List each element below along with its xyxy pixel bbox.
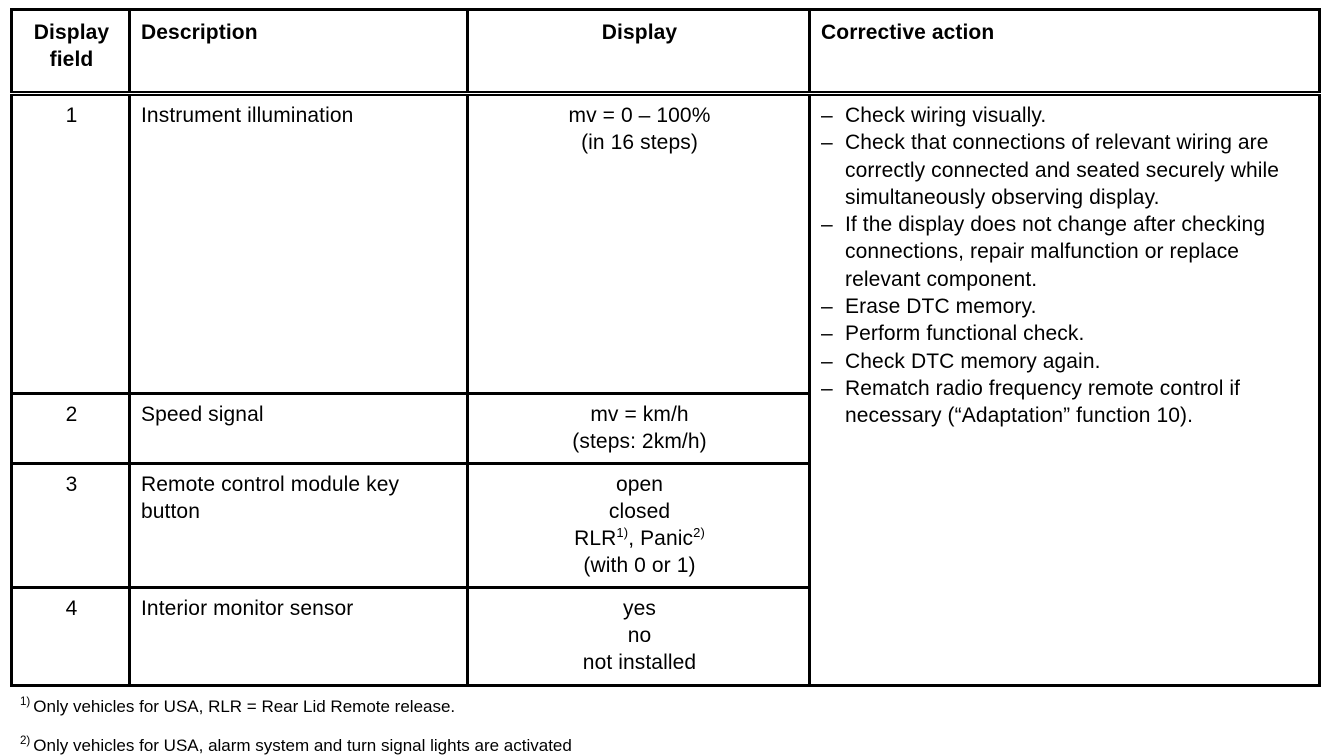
table-header: Display field Description Display Correc… [10,9,1321,96]
cell-display-field: 1 [10,93,131,394]
display-line: mv = 0 – 100% [568,104,711,127]
display-line: closed [608,499,671,523]
table-body: 1 Instrument illumination mv = 0 – 100% … [10,93,1321,686]
dash-icon: – [821,295,833,319]
cell-description: Instrument illumination [128,93,469,394]
footnote-text: Only vehicles for USA, alarm system and … [33,736,572,756]
corrective-action-list-secondary: –Rematch radio frequency remote control … [821,375,1310,430]
column-header-display: Display [466,9,811,96]
display-line: yes [623,596,656,620]
cell-display-field: 4 [10,585,131,686]
footnote-ref-1: 1) [616,525,629,541]
list-item: –Rematch radio frequency remote control … [821,375,1310,430]
cell-description: Remote control module key button [128,461,469,588]
footnote-ref-2: 2) [693,525,705,541]
column-header-display-field: Display field [10,9,131,96]
header-display-field-line1: Display [33,21,110,44]
cell-display: yes no not installed [466,585,811,686]
list-item: –Perform functional check. [821,320,1310,347]
dash-icon: – [821,131,833,155]
list-item: –Check DTC memory again. [821,348,1310,375]
footnotes-section: 1)Only vehicles for USA, RLR = Rear Lid … [10,696,1318,756]
header-display-field-line2: field [49,48,94,72]
display-line: (steps: 2km/h) [572,430,707,454]
display-line: mv = km/h [590,403,689,426]
display-line: not installed [582,651,697,675]
table-row: 4 Interior monitor sensor yes no not ins… [10,585,1320,686]
table-row: 3 Remote control module key button open … [10,461,1320,588]
cell-corrective-action: –Check wiring visually. –Check that conn… [808,93,1321,686]
action-text: Rematch radio frequency remote control i… [845,376,1241,428]
list-item: –Erase DTC memory. [821,293,1310,320]
panic-text: , Panic [628,527,694,551]
footnote-marker: 1) [20,696,31,709]
dash-icon: – [821,349,833,373]
column-header-corrective-action: Corrective action [808,9,1321,96]
rlr-text: RLR [574,527,617,551]
column-header-description: Description [128,9,469,96]
action-text: Perform functional check. [845,322,1085,346]
display-line: (in 16 steps) [581,131,698,155]
cell-display-field: 3 [10,461,131,588]
dash-icon: – [821,322,833,346]
cell-description: Interior monitor sensor [128,585,469,686]
dash-icon: – [821,213,833,237]
cell-description: Speed signal [128,392,469,464]
cell-display: mv = km/h (steps: 2km/h) [466,392,811,464]
action-text: Erase DTC memory. [845,295,1037,319]
action-text: Check wiring visually. [845,104,1047,127]
header-row: Display field Description Display Correc… [10,9,1321,96]
action-text: Check that connections of relevant wirin… [845,131,1280,209]
list-item: –If the display does not change after ch… [821,211,1310,293]
display-line-rlr-panic: RLR1), Panic2) [479,525,800,552]
list-item: –Check wiring visually. [821,102,1310,129]
footnote-text: Only vehicles for USA, RLR = Rear Lid Re… [33,696,456,716]
cell-display-field: 2 [10,392,131,464]
footnote: 2)Only vehicles for USA, alarm system an… [20,735,1318,756]
display-line: (with 0 or 1) [583,554,696,578]
dash-icon: – [821,376,833,400]
footnote: 1)Only vehicles for USA, RLR = Rear Lid … [20,696,1318,717]
corrective-action-list-primary: –Check wiring visually. –Check that conn… [821,102,1310,375]
display-line: no [627,624,652,648]
table-row: 2 Speed signal mv = km/h (steps: 2km/h) [10,392,1320,464]
diagnostic-table: Display field Description Display Correc… [10,8,1321,687]
list-item: –Check that connections of relevant wiri… [821,129,1310,211]
footnote-marker: 2) [20,735,31,748]
dash-icon: – [821,104,833,127]
action-text: If the display does not change after che… [845,213,1266,291]
table-row: 1 Instrument illumination mv = 0 – 100% … [10,93,1321,686]
cell-display: open closed RLR1), Panic2) (with 0 or 1) [466,461,811,588]
action-text: Check DTC memory again. [845,349,1101,373]
cell-display: mv = 0 – 100% (in 16 steps) [466,93,811,394]
display-line: open [615,472,664,496]
